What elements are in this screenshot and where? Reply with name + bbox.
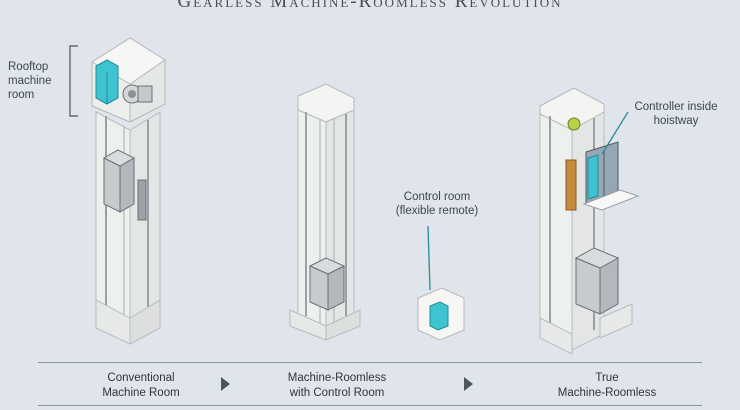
callout-control-room: Control room (flexible remote) bbox=[395, 191, 479, 217]
true-mrl-elevator bbox=[539, 87, 640, 355]
mrl-with-control-room bbox=[289, 83, 465, 341]
diagram-title: Gearless Machine-Roomless Revolution bbox=[177, 0, 563, 12]
arrow-right-icon bbox=[464, 377, 473, 391]
hoistway-controller bbox=[585, 141, 619, 205]
conventional-elevator bbox=[69, 37, 166, 345]
remote-control-room bbox=[417, 287, 465, 341]
elevator-car bbox=[574, 247, 620, 315]
traction-machine bbox=[122, 84, 153, 104]
elevator-car bbox=[102, 149, 136, 213]
caption-conventional: Conventional Machine Room bbox=[102, 372, 180, 399]
arrow-right-icon bbox=[221, 377, 230, 391]
caption-mrl-with-control-room: Machine-Roomless with Control Room bbox=[287, 372, 387, 399]
callout-controller-inside-hoistway: Controller inside hoistway bbox=[634, 101, 718, 127]
elevator-car bbox=[308, 257, 346, 311]
caption-divider-bottom bbox=[38, 405, 702, 406]
rooftop-controller-cabinet bbox=[95, 59, 119, 105]
caption-divider-top bbox=[38, 362, 702, 363]
callout-rooftop-machine-room: Rooftop machine room bbox=[8, 61, 52, 101]
caption-true-mrl: True Machine-Roomless bbox=[557, 372, 657, 399]
